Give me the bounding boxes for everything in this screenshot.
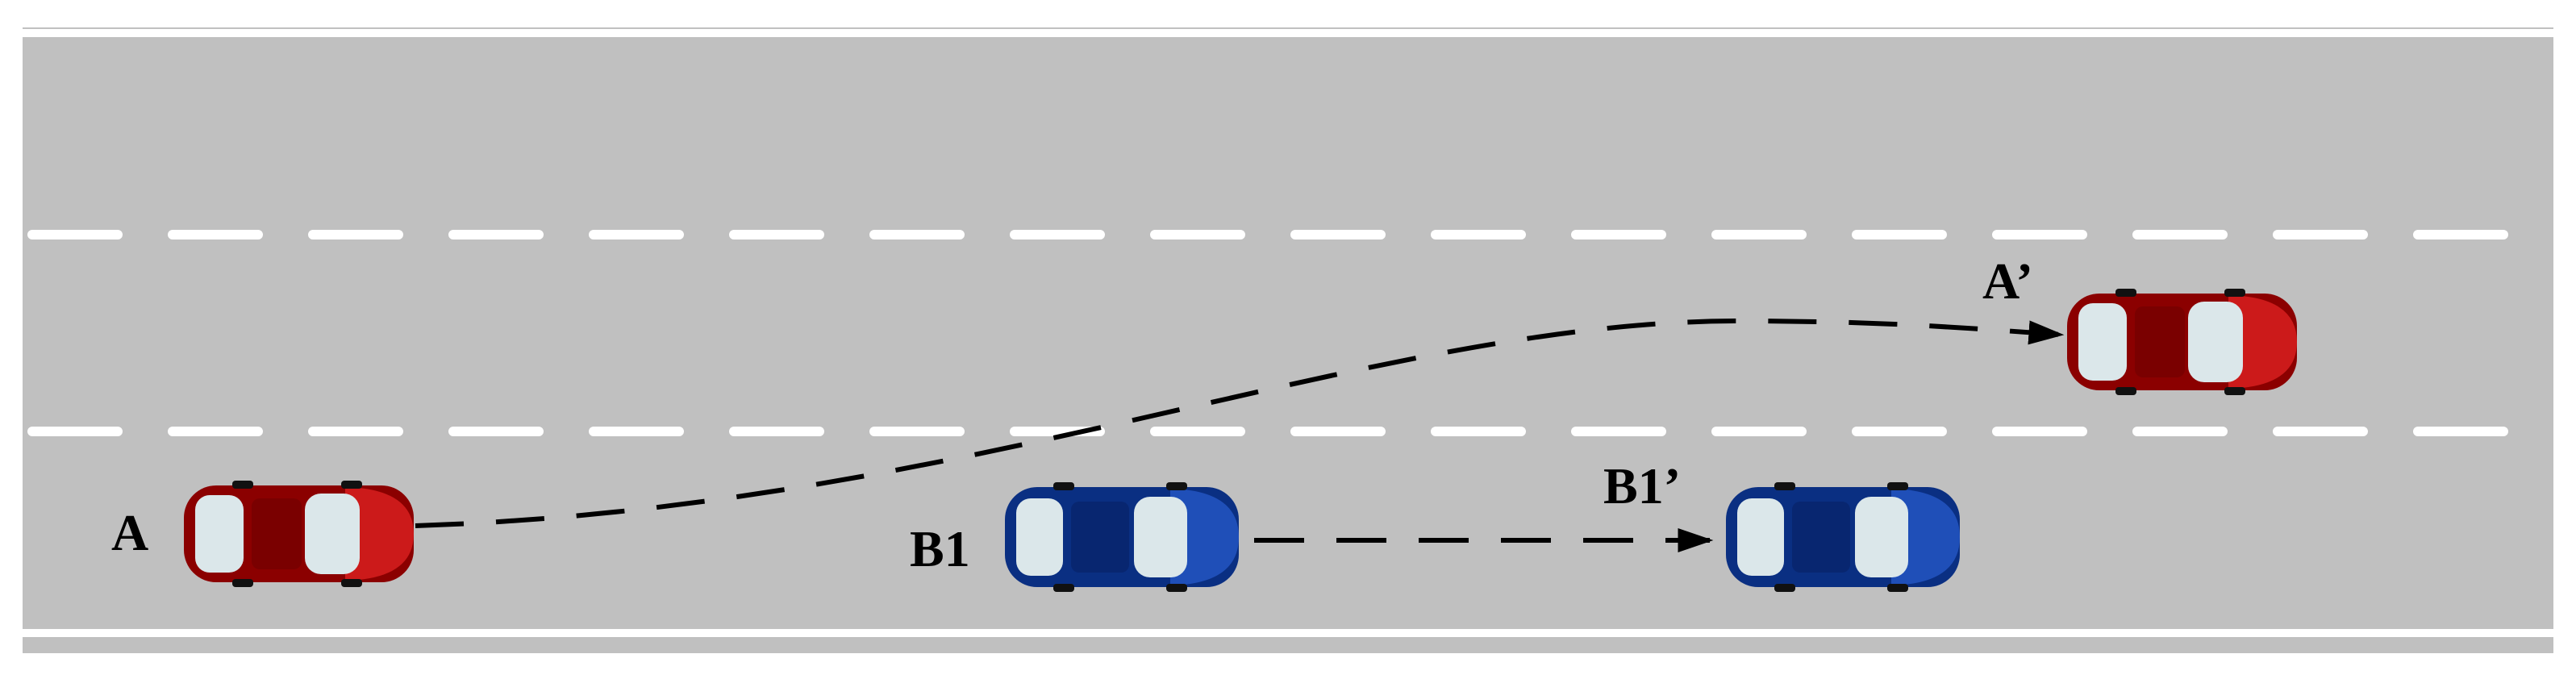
label-car-a-target: A’ [1982, 252, 2033, 310]
car-a [184, 481, 414, 587]
car-a-target [2067, 289, 2297, 395]
blue-car-top-view-icon [1726, 482, 1960, 592]
trajectory-a-lane-change [415, 318, 2065, 528]
red-car-top-view-icon [184, 481, 414, 587]
blue-car-top-view-icon [1005, 482, 1239, 592]
label-car-b1-target: B1’ [1603, 457, 1681, 514]
road-bottom-edge-line [23, 629, 2553, 637]
car-b1-target [1726, 482, 1960, 592]
label-car-a: A [111, 504, 148, 561]
label-car-b1: B1 [910, 520, 970, 577]
car-b1 [1005, 482, 1239, 592]
red-car-top-view-icon [2067, 289, 2297, 395]
road-top-edge-line [23, 29, 2553, 37]
